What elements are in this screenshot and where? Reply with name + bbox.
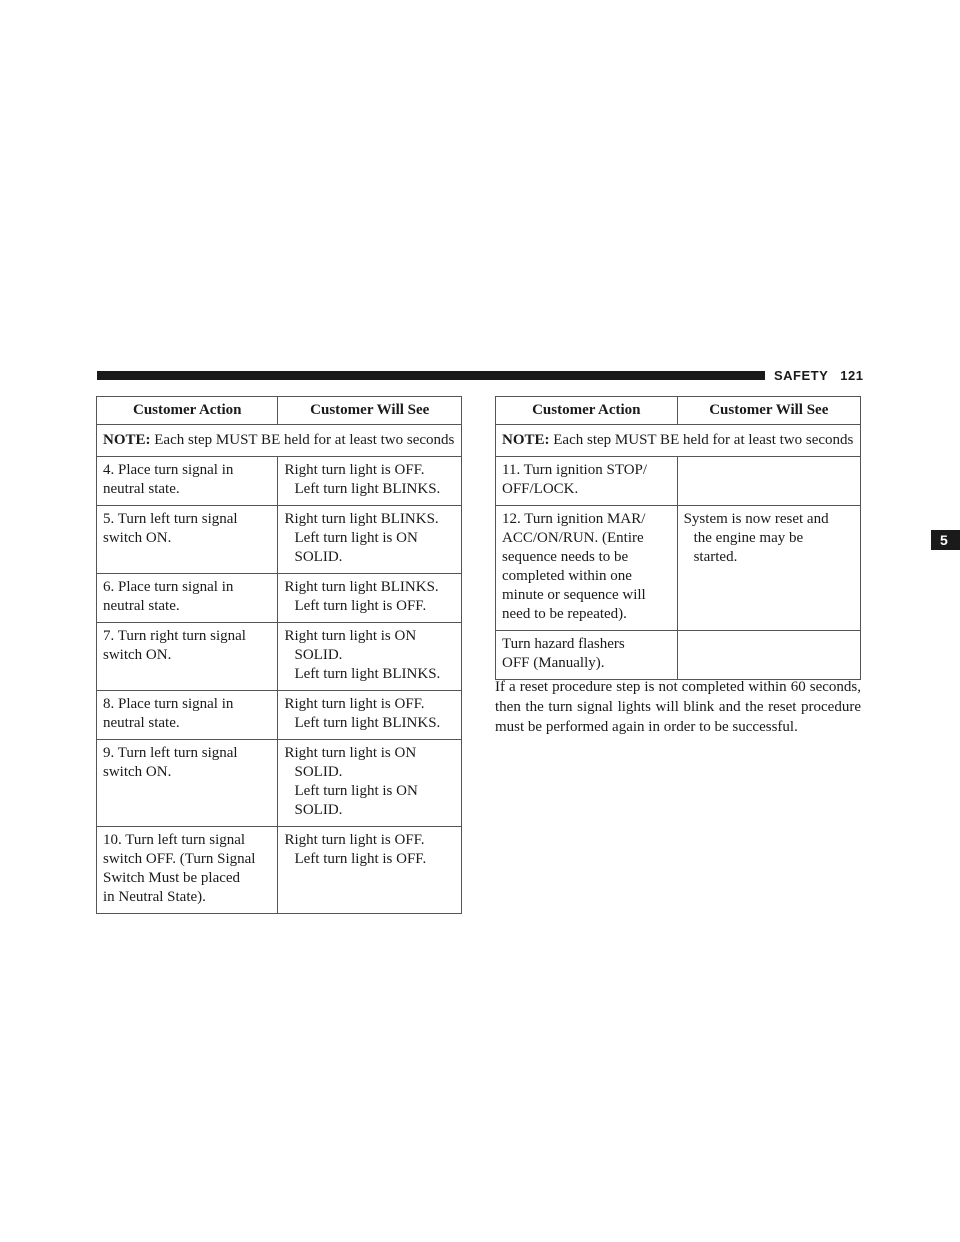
- cell-line: Right turn light BLINKS.: [284, 511, 439, 527]
- chapter-tab: 5: [931, 530, 960, 550]
- note-cell: NOTE: Each step MUST BE held for at leas…: [495, 424, 861, 457]
- table-row: 4. Place turn signal in neutral state. Rig…: [95, 456, 462, 506]
- cell-line: minute or sequence will: [502, 587, 646, 603]
- cell-line: neutral state.: [103, 598, 180, 614]
- action-cell: 12. Turn ignition MAR/ACC/ON/RUN. (Entir…: [495, 505, 678, 631]
- cell-line: sequence needs to be: [502, 549, 629, 565]
- cell-line: 4. Place turn signal in: [103, 462, 234, 478]
- cell-line: started.: [693, 549, 738, 565]
- table-row: 7. Turn right turn signal switch ON. Right…: [95, 622, 462, 691]
- action-cell: 7. Turn right turn signal switch ON.: [95, 622, 279, 691]
- note-row: NOTE: Each step MUST BE held for at leas…: [495, 424, 861, 457]
- note-text: Each step MUST BE held for at least two …: [549, 432, 854, 448]
- note-text: Each step MUST BE held for at least two …: [150, 432, 455, 448]
- cell-line: 7. Turn right turn signal: [103, 628, 246, 644]
- cell-line: SOLID.: [294, 647, 343, 663]
- action-cell: 9. Turn left turn signal switch ON.: [95, 739, 279, 827]
- result-cell: Right turn light is ON SOLID. Left turn li…: [277, 739, 462, 827]
- header-rule: [97, 371, 765, 380]
- cell-line: Left turn light is OFF.: [294, 598, 427, 614]
- cell-line: Left turn light is ON: [294, 530, 418, 546]
- cell-line: Left turn light BLINKS.: [294, 481, 441, 497]
- column-header-see: Customer Will See: [676, 396, 862, 425]
- cell-line: Right turn light is ON: [284, 745, 417, 761]
- cell-line: 11. Turn ignition STOP/: [502, 462, 648, 478]
- note-cell: NOTE: Each step MUST BE held for at leas…: [96, 424, 462, 457]
- cell-line: switch ON.: [103, 764, 172, 780]
- result-cell: Right turn light is OFF. Left turn light …: [277, 456, 462, 506]
- cell-line: System is now reset and: [683, 511, 829, 527]
- cell-line: 5. Turn left turn signal: [103, 511, 238, 527]
- cell-line: switch ON.: [103, 647, 172, 663]
- cell-line: 9. Turn left turn signal: [103, 745, 238, 761]
- note-label: NOTE:: [103, 432, 151, 448]
- result-cell: [676, 456, 862, 506]
- cell-line: neutral state.: [103, 715, 180, 731]
- cell-line: OFF/LOCK.: [502, 481, 579, 497]
- cell-line: Right turn light is OFF.: [284, 696, 425, 712]
- cell-line: 10. Turn left turn signal: [103, 832, 246, 848]
- running-header: SAFETY 121: [774, 368, 864, 383]
- cell-line: SOLID.: [294, 549, 343, 565]
- cell-line: Right turn light is OFF.: [284, 832, 425, 848]
- action-cell: 4. Place turn signal in neutral state.: [95, 456, 279, 506]
- action-cell: 10. Turn left turn signal switch OFF. (Tu…: [95, 826, 279, 914]
- cell-line: Right turn light is ON: [284, 628, 417, 644]
- column-header-action: Customer Action: [495, 396, 678, 425]
- result-cell: Right turn light is ON SOLID. Left turn li…: [277, 622, 462, 691]
- table-header-row: Customer Action Customer Will See: [95, 396, 462, 425]
- cell-line: SOLID.: [294, 764, 343, 780]
- note-label: NOTE:: [502, 432, 550, 448]
- cell-line: 6. Place turn signal in: [103, 579, 234, 595]
- result-cell: Right turn light BLINKS. Left turn light …: [277, 505, 462, 574]
- page-number: 121: [840, 368, 864, 383]
- table-row: 10. Turn left turn signal switch OFF. (Tu…: [95, 826, 462, 914]
- cell-line: Turn hazard flashers: [502, 636, 625, 652]
- action-cell: 8. Place turn signal in neutral state.: [95, 690, 279, 740]
- cell-line: 8. Place turn signal in: [103, 696, 234, 712]
- table-row: 5. Turn left turn signal switch ON. Right …: [95, 505, 462, 574]
- reset-steps-table-right: Customer Action Customer Will See NOTE: …: [495, 396, 862, 680]
- cell-line: completed within one: [502, 568, 632, 584]
- action-cell: 11. Turn ignition STOP/OFF/LOCK.: [495, 456, 678, 506]
- cell-line: Left turn light is OFF.: [294, 851, 427, 867]
- note-row: NOTE: Each step MUST BE held for at leas…: [96, 424, 462, 457]
- result-cell: Right turn light is OFF. Left turn light …: [277, 690, 462, 740]
- table-header-row: Customer Action Customer Will See: [495, 396, 862, 425]
- cell-line: switch ON.: [103, 530, 172, 546]
- column-header-action: Customer Action: [95, 396, 279, 425]
- table-row: 12. Turn ignition MAR/ACC/ON/RUN. (Entir…: [495, 505, 862, 631]
- cell-line: need to be repeated).: [502, 606, 627, 622]
- cell-line: 12. Turn ignition MAR/: [502, 511, 646, 527]
- reset-procedure-paragraph: If a reset procedure step is not complet…: [495, 679, 861, 735]
- table-row: 8. Place turn signal in neutral state. Rig…: [95, 690, 462, 740]
- cell-line: SOLID.: [294, 802, 343, 818]
- cell-line: Right turn light is OFF.: [284, 462, 425, 478]
- result-cell: Right turn light BLINKS. Left turn light …: [277, 573, 462, 623]
- cell-line: the engine may be: [693, 530, 804, 546]
- action-cell: 5. Turn left turn signal switch ON.: [95, 505, 279, 574]
- cell-line: Right turn light BLINKS.: [284, 579, 439, 595]
- action-cell: 6. Place turn signal in neutral state.: [95, 573, 279, 623]
- result-cell: [676, 630, 862, 680]
- section-title: SAFETY: [774, 368, 829, 383]
- cell-line: Left turn light BLINKS.: [294, 666, 441, 682]
- cell-line: switch OFF. (Turn Signal: [103, 851, 256, 867]
- cell-line: OFF (Manually).: [502, 655, 605, 671]
- reset-steps-table-left: Customer Action Customer Will See NOTE: …: [95, 396, 462, 914]
- cell-line: in Neutral State).: [103, 889, 206, 905]
- cell-line: Left turn light is ON: [294, 783, 418, 799]
- cell-line: Switch Must be placed: [103, 870, 241, 886]
- cell-line: neutral state.: [103, 481, 180, 497]
- column-header-see: Customer Will See: [277, 396, 462, 425]
- cell-line: Left turn light BLINKS.: [294, 715, 441, 731]
- result-cell: System is now reset and the engine may be…: [676, 505, 862, 631]
- result-cell: Right turn light is OFF. Left turn light …: [277, 826, 462, 914]
- table-row: 11. Turn ignition STOP/OFF/LOCK.: [495, 456, 862, 506]
- cell-line: ACC/ON/RUN. (Entire: [502, 530, 644, 546]
- table-row: 6. Place turn signal in neutral state. Rig…: [95, 573, 462, 623]
- table-row: 9. Turn left turn signal switch ON. Right …: [95, 739, 462, 827]
